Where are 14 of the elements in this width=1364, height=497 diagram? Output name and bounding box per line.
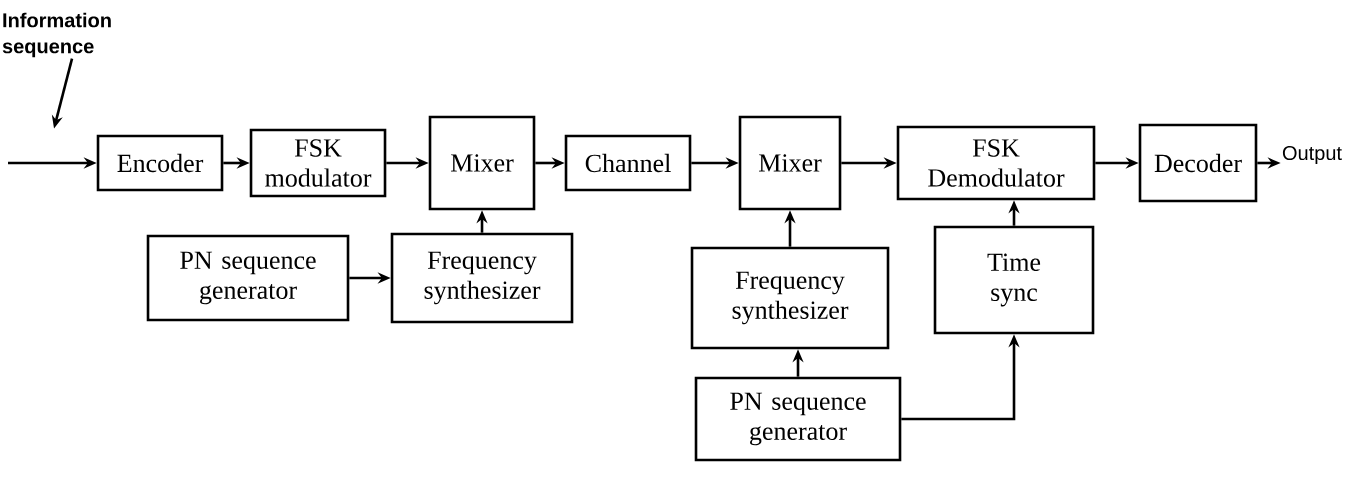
process-box: Mixer: [428, 115, 536, 211]
process-box: FSK modulator: [249, 128, 387, 198]
process-box: Mixer: [738, 115, 842, 211]
output-label: Output: [1282, 145, 1342, 165]
process-box: Time sync: [933, 225, 1095, 335]
process-box: PN sequence generator: [146, 234, 350, 322]
process-box: Channel: [564, 134, 692, 192]
process-box: Encoder: [96, 134, 224, 192]
process-box: PN sequence generator: [694, 376, 902, 462]
process-box: Frequency synthesizer: [390, 232, 574, 324]
process-box: Frequency synthesizer: [690, 246, 890, 350]
process-box: FSK Demodulator: [896, 125, 1096, 201]
input-label: Information sequence: [2, 12, 111, 58]
process-box: Decoder: [1138, 123, 1258, 203]
